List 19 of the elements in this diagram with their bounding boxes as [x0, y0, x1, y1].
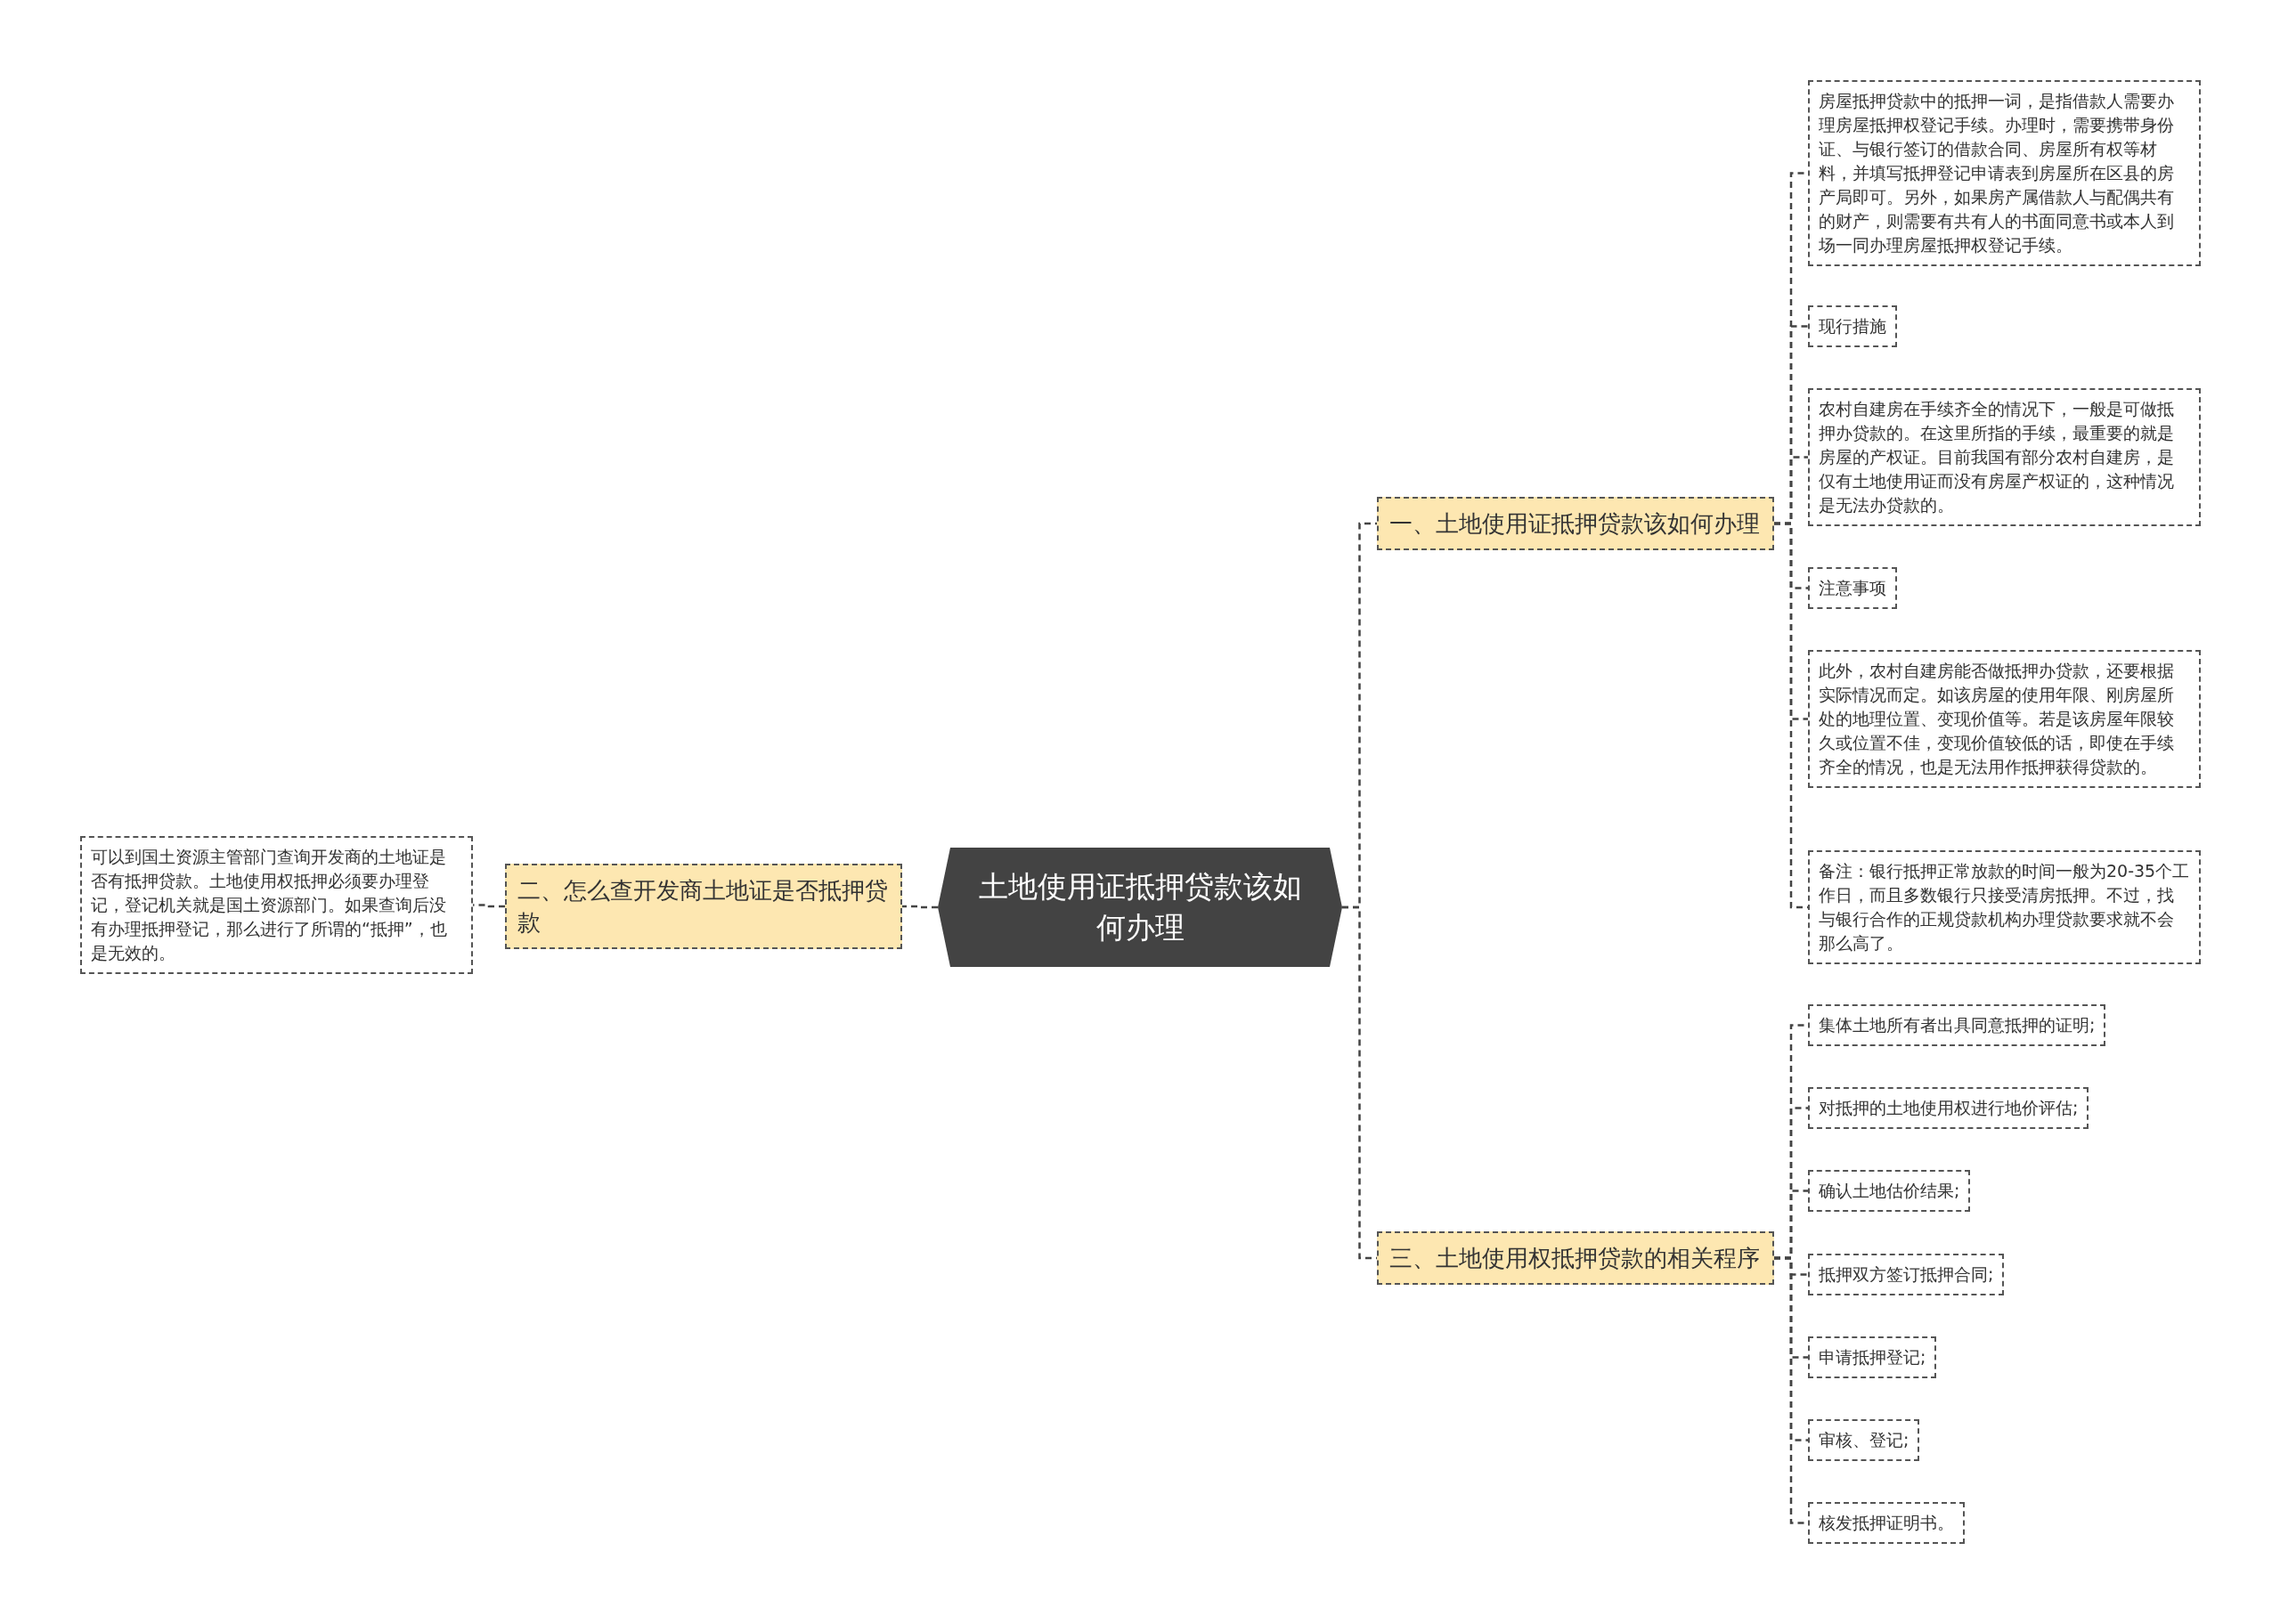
note-box: 房屋抵押贷款中的抵押一词，是指借款人需要办理房屋抵押权登记手续。办理时，需要携带身份证、与银行签订的借款合同、房屋所有权等材料，并填写抵押登记申请表到房屋所在区县的房产局即可。另外，如果房产属借款人与配偶共有的财产，则需要有共有人的书面同意书或本人到场一同办理房屋抵押权登记手续。 [1808, 80, 2201, 266]
connector-line [902, 905, 938, 909]
note-box: 抵押双方签订抵押合同; [1808, 1254, 2005, 1295]
note-box: 农村自建房在手续齐全的情况下，一般是可做抵押办贷款的。在这里所指的手续，最重要的就是房屋的产权证。目前我国有部分农村自建房，是仅有土地使用证而没有房屋产权证的，这种情况是无法办贷款的。 [1808, 388, 2201, 526]
branch-box: 一、土地使用证抵押贷款该如何办理 [1377, 497, 1774, 550]
note-box: 核发抵押证明书。 [1808, 1502, 1965, 1544]
note-box: 确认土地估价结果; [1808, 1170, 1971, 1212]
note-box: 对抵押的土地使用权进行地价评估; [1808, 1087, 2089, 1129]
note-box: 集体土地所有者出具同意抵押的证明; [1808, 1004, 2106, 1046]
note-box: 注意事项 [1808, 567, 1897, 609]
topic-hexagon: 土地使用证抵押贷款该如何办理 [938, 848, 1342, 967]
note-box: 备注：银行抵押正常放款的时间一般为20-35个工作日，而且多数银行只接受清房抵押。不过，找与银行合作的正规贷款机构办理贷款要求就不会那么高了。 [1808, 850, 2201, 964]
note-box: 申请抵押登记; [1808, 1336, 1937, 1378]
note-box: 现行措施 [1808, 305, 1897, 347]
note-box: 可以到国土资源主管部门查询开发商的土地证是否有抵押贷款。土地使用权抵押必须要办理登记，登记机关就是国土资源部门。如果查询后没有办理抵押登记，那么进行了所谓的“抵押”，也是无效的。 [80, 836, 473, 974]
branch-box: 二、怎么查开发商土地证是否抵押贷款 [505, 864, 902, 949]
note-box: 审核、登记; [1808, 1419, 1920, 1461]
note-box: 此外，农村自建房能否做抵押办贷款，还要根据实际情况而定。如该房屋的使用年限、刚房屋所处的地理位置、变现价值等。若是该房屋年限较久或位置不佳，变现价值较低的话，即使在手续齐全的情况，也是无法用作抵押获得贷款的。 [1808, 650, 2201, 788]
branch-box: 三、土地使用权抵押贷款的相关程序 [1377, 1231, 1774, 1285]
